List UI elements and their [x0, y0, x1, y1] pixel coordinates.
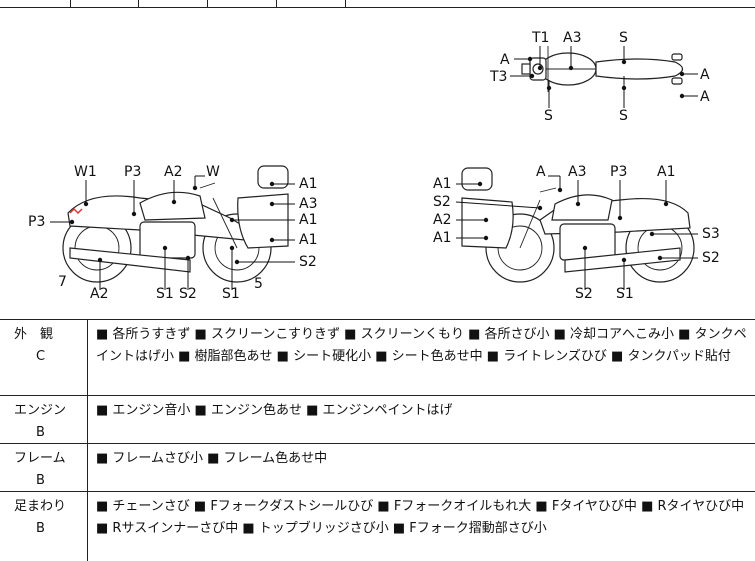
category-label: 足まわり: [14, 499, 67, 514]
left-view-markers: [50, 175, 295, 290]
label-t3: T3: [489, 69, 507, 85]
label-5: 5: [254, 276, 263, 292]
header-divider: [70, 0, 71, 8]
label-p3: P3: [28, 214, 45, 230]
row-items: ■ 各所うすきず ■ スクリーンこすりきず ■ スクリーンくもり ■ 各所さび小…: [96, 327, 747, 364]
grade-badge: C: [36, 349, 46, 364]
grade-badge: B: [36, 521, 45, 536]
header-divider: [276, 0, 277, 8]
label-s: S: [544, 108, 553, 124]
label-w: W: [206, 164, 220, 180]
motorcycle-diagram: T1 A3 S A T3 A A S S: [28, 30, 720, 302]
label-a: A: [700, 67, 710, 83]
header-divider: [207, 0, 208, 8]
category-label: エンジン: [14, 403, 67, 418]
top-view-bike: [521, 46, 684, 92]
label-a: A: [700, 89, 710, 105]
label-s2: S2: [299, 254, 317, 270]
label-a3: A3: [299, 196, 317, 212]
label-a1: A1: [433, 176, 451, 192]
label-a3: A3: [563, 30, 581, 46]
label-s3: S3: [702, 226, 720, 242]
right-view-labels: A A3 P3 A1 A1 S2 A2 A1 S3 S2 S2 S1: [433, 164, 720, 302]
condition-row-engine: エンジン B ■ エンジン音小 ■ エンジン色あせ ■ エンジンペイントはげ: [0, 396, 755, 444]
condition-row-frame: フレーム B ■ フレームさび小 ■ フレーム色あせ中: [0, 444, 755, 492]
label-s1: S1: [222, 286, 240, 302]
category-label: 外 観: [14, 327, 54, 342]
label-s2: S2: [433, 194, 451, 210]
grade-badge: B: [36, 425, 45, 440]
label-a1: A1: [299, 232, 317, 248]
label-s2: S2: [702, 250, 720, 266]
row-items: ■ エンジン音小 ■ エンジン色あせ ■ エンジンペイントはげ: [96, 403, 453, 418]
table-header-strip: [0, 0, 755, 8]
top-view-markers: [510, 46, 698, 108]
label-s2: S2: [575, 286, 593, 302]
label-p3: P3: [610, 164, 627, 180]
label-s1: S1: [156, 286, 174, 302]
label-w1: W1: [74, 164, 97, 180]
category-label: フレーム: [14, 451, 66, 466]
label-a2: A2: [164, 164, 182, 180]
row-category: 外 観 C: [0, 320, 88, 395]
label-a2: A2: [90, 286, 108, 302]
label-a: A: [536, 164, 546, 180]
row-items: ■ チェーンさび ■ Fフォークダストシールひび ■ Fフォークオイルもれ大 ■…: [96, 499, 745, 536]
left-view-bike: [62, 165, 289, 283]
row-items: ■ フレームさび小 ■ フレーム色あせ中: [96, 451, 328, 466]
right-view-markers: [455, 175, 698, 290]
condition-row-exterior: 外 観 C ■ 各所うすきず ■ スクリーンこすりきず ■ スクリーンくもり ■…: [0, 320, 755, 396]
label-p3: P3: [124, 164, 141, 180]
header-divider: [138, 0, 139, 8]
label-s1: S1: [616, 286, 634, 302]
header-divider: [345, 0, 346, 8]
row-category: 足まわり B: [0, 492, 88, 561]
label-a2: A2: [433, 212, 451, 228]
right-view-bike: [461, 167, 695, 283]
label-s2: S2: [179, 286, 197, 302]
label-a: A: [500, 52, 510, 68]
top-view-labels: T1 A3 S A T3 A A S S: [489, 30, 710, 124]
row-category: フレーム B: [0, 444, 88, 491]
damage-diagram: T1 A3 S A T3 A A S S: [0, 8, 755, 320]
left-view-labels: W1 P3 A2 W A1 A3 A1 A1 S2 P3 7 A2 S1 S2 …: [28, 164, 317, 302]
label-a1: A1: [299, 176, 317, 192]
label-t1: T1: [531, 30, 549, 46]
grade-badge: B: [36, 473, 45, 488]
row-category: エンジン B: [0, 396, 88, 443]
label-s: S: [619, 108, 628, 124]
label-a1: A1: [299, 212, 317, 228]
label-7: 7: [58, 274, 67, 290]
label-a1: A1: [433, 230, 451, 246]
label-a3: A3: [568, 164, 586, 180]
condition-row-undercarriage: 足まわり B ■ チェーンさび ■ Fフォークダストシールひび ■ Fフォークオ…: [0, 492, 755, 561]
label-a1: A1: [657, 164, 675, 180]
label-s: S: [619, 30, 628, 46]
